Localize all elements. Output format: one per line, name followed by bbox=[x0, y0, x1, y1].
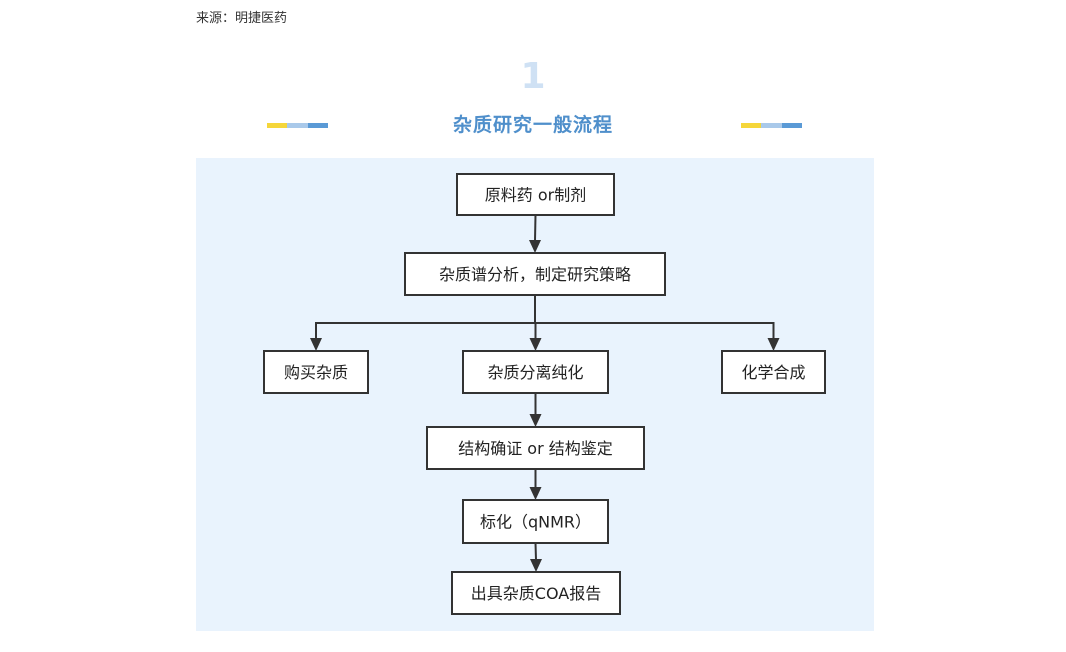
flow-node-box bbox=[426, 426, 645, 470]
arrow-head bbox=[767, 338, 780, 351]
flow-node-n1: 原料药 or制剂 bbox=[456, 173, 615, 216]
flow-node-n5: 化学合成 bbox=[721, 350, 826, 394]
flow-node-n4: 杂质分离纯化 bbox=[462, 350, 609, 394]
flow-node-label: 化学合成 bbox=[741, 363, 805, 382]
flow-node-label: 结构确证 or 结构鉴定 bbox=[458, 439, 613, 458]
source-label: 来源：明捷医药 bbox=[196, 11, 288, 26]
flow-node-n8: 出具杂质COA报告 bbox=[451, 571, 621, 615]
arrow-head bbox=[529, 487, 542, 500]
flow-node-label: 标化（qNMR） bbox=[480, 513, 591, 532]
flow-node-label: 杂质谱分析，制定研究策略 bbox=[439, 265, 631, 284]
flow-node-box bbox=[404, 252, 666, 296]
flow-node-box bbox=[721, 350, 826, 394]
flow-node-box bbox=[263, 350, 369, 394]
arrow-head bbox=[529, 338, 542, 351]
section-title: 杂质研究一般流程 bbox=[452, 114, 613, 136]
right-decoration-bar bbox=[741, 123, 802, 128]
flow-node-box bbox=[456, 173, 615, 216]
flow-edge-n7-n8 bbox=[534, 542, 537, 561]
section-number: 1 bbox=[520, 56, 546, 97]
flow-edge-n1-n2 bbox=[534, 214, 537, 242]
flow-node-label: 出具杂质COA报告 bbox=[471, 584, 601, 603]
flow-node-n3: 购买杂质 bbox=[263, 350, 369, 394]
arrow-head bbox=[529, 240, 541, 253]
left-decoration-bar bbox=[267, 123, 328, 128]
flow-node-box bbox=[451, 571, 621, 615]
flow-node-label: 杂质分离纯化 bbox=[487, 363, 583, 382]
arrow-head bbox=[530, 559, 542, 572]
flow-node-n6: 结构确证 or 结构鉴定 bbox=[426, 426, 645, 470]
flow-node-box bbox=[462, 499, 609, 544]
arrow-head bbox=[529, 414, 542, 427]
flow-edge-n2-n3 bbox=[315, 295, 536, 339]
flow-node-n7: 标化（qNMR） bbox=[462, 499, 609, 544]
flow-node-label: 原料药 or制剂 bbox=[485, 186, 586, 205]
flow-node-n2: 杂质谱分析，制定研究策略 bbox=[404, 252, 666, 296]
flow-node-label: 购买杂质 bbox=[284, 363, 348, 382]
flow-node-box bbox=[462, 350, 609, 394]
arrow-head bbox=[310, 338, 322, 351]
flow-edge-n2-n5 bbox=[534, 295, 775, 339]
